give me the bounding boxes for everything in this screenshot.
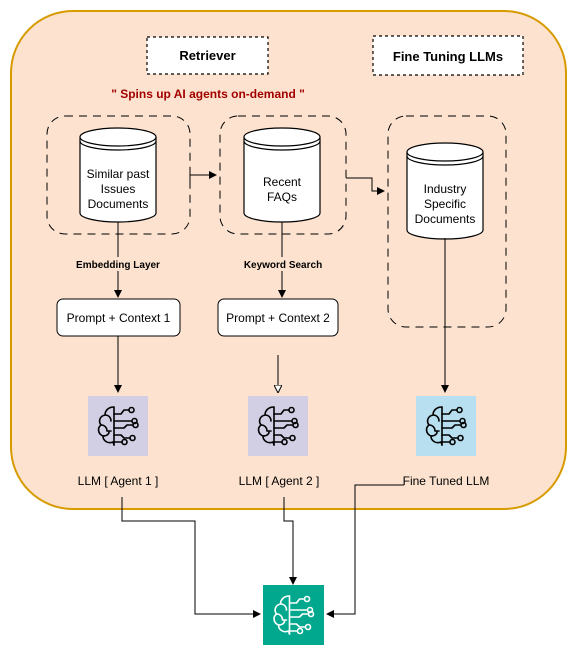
industry-docs-label-3: Documents — [415, 212, 476, 226]
finetuned-to-output-arrow — [326, 484, 404, 618]
fine-tuned-label: Fine Tuned LLM — [403, 474, 490, 488]
recent-faqs-label-2: FAQs — [267, 190, 297, 204]
industry-docs-group — [387, 115, 507, 328]
retriever-header-box — [146, 36, 269, 75]
agent2-to-output-arrow — [283, 497, 297, 585]
recent-faqs-label-1: Recent — [263, 175, 302, 189]
industry-docs-database: Industry Specific Documents — [406, 142, 484, 240]
ai-brain-icon — [416, 396, 476, 456]
embedding-label: Embedding Layer — [76, 260, 160, 271]
agent1-label: LLM [ Agent 1 ] — [78, 474, 159, 488]
prompt-context-2: Prompt + Context 2 — [226, 311, 330, 325]
ai-brain-icon — [88, 396, 148, 456]
similar-issues-label-1: Similar past — [87, 167, 150, 181]
recent-faqs-group — [219, 115, 347, 235]
ai-brain-icon — [263, 585, 324, 645]
recent-faqs-database: Recent FAQs — [243, 127, 321, 223]
keyword-label: Keyword Search — [244, 260, 322, 271]
similar-issues-database: Similar past Issues Documents — [79, 127, 157, 223]
group-connector-1 — [189, 169, 217, 181]
fine-tuning-header-box — [372, 35, 524, 76]
agent1-to-output-arrow — [121, 497, 261, 618]
industry-docs-label-1: Industry — [424, 182, 467, 196]
similar-issues-label-2: Issues — [101, 182, 136, 196]
prompt-context-2-box — [217, 298, 339, 337]
ai-brain-icon — [248, 396, 308, 456]
industry-docs-label-2: Specific — [424, 197, 466, 211]
prompt-context-1: Prompt + Context 1 — [67, 311, 171, 325]
agent2-label: LLM [ Agent 2 ] — [239, 474, 320, 488]
retriever-header: Retriever — [179, 48, 235, 63]
fine-tuning-header: Fine Tuning LLMs — [393, 49, 503, 64]
group-connector-2 — [346, 177, 385, 195]
similar-issues-label-3: Documents — [88, 197, 149, 211]
tagline: " Spins up AI agents on-demand " — [111, 87, 305, 101]
